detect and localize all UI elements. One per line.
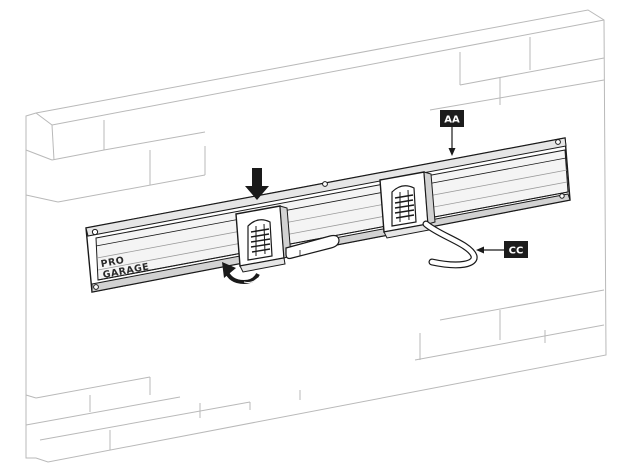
logo-line-1: PRO (100, 255, 125, 270)
callout-cc: CC (476, 241, 528, 258)
rotate-arrow-icon (222, 262, 260, 285)
screw-icon (91, 228, 99, 236)
callout-cc-label: CC (509, 246, 524, 257)
callout-aa: AA (440, 110, 464, 156)
down-arrow-icon (245, 168, 269, 200)
screw-icon (555, 139, 561, 145)
callout-aa-label: AA (444, 115, 460, 126)
screw-icon (559, 193, 565, 199)
screw-icon (322, 181, 328, 187)
left-hook-bracket (235, 205, 340, 273)
right-hook-bracket (379, 171, 478, 269)
screw-icon (93, 284, 99, 290)
